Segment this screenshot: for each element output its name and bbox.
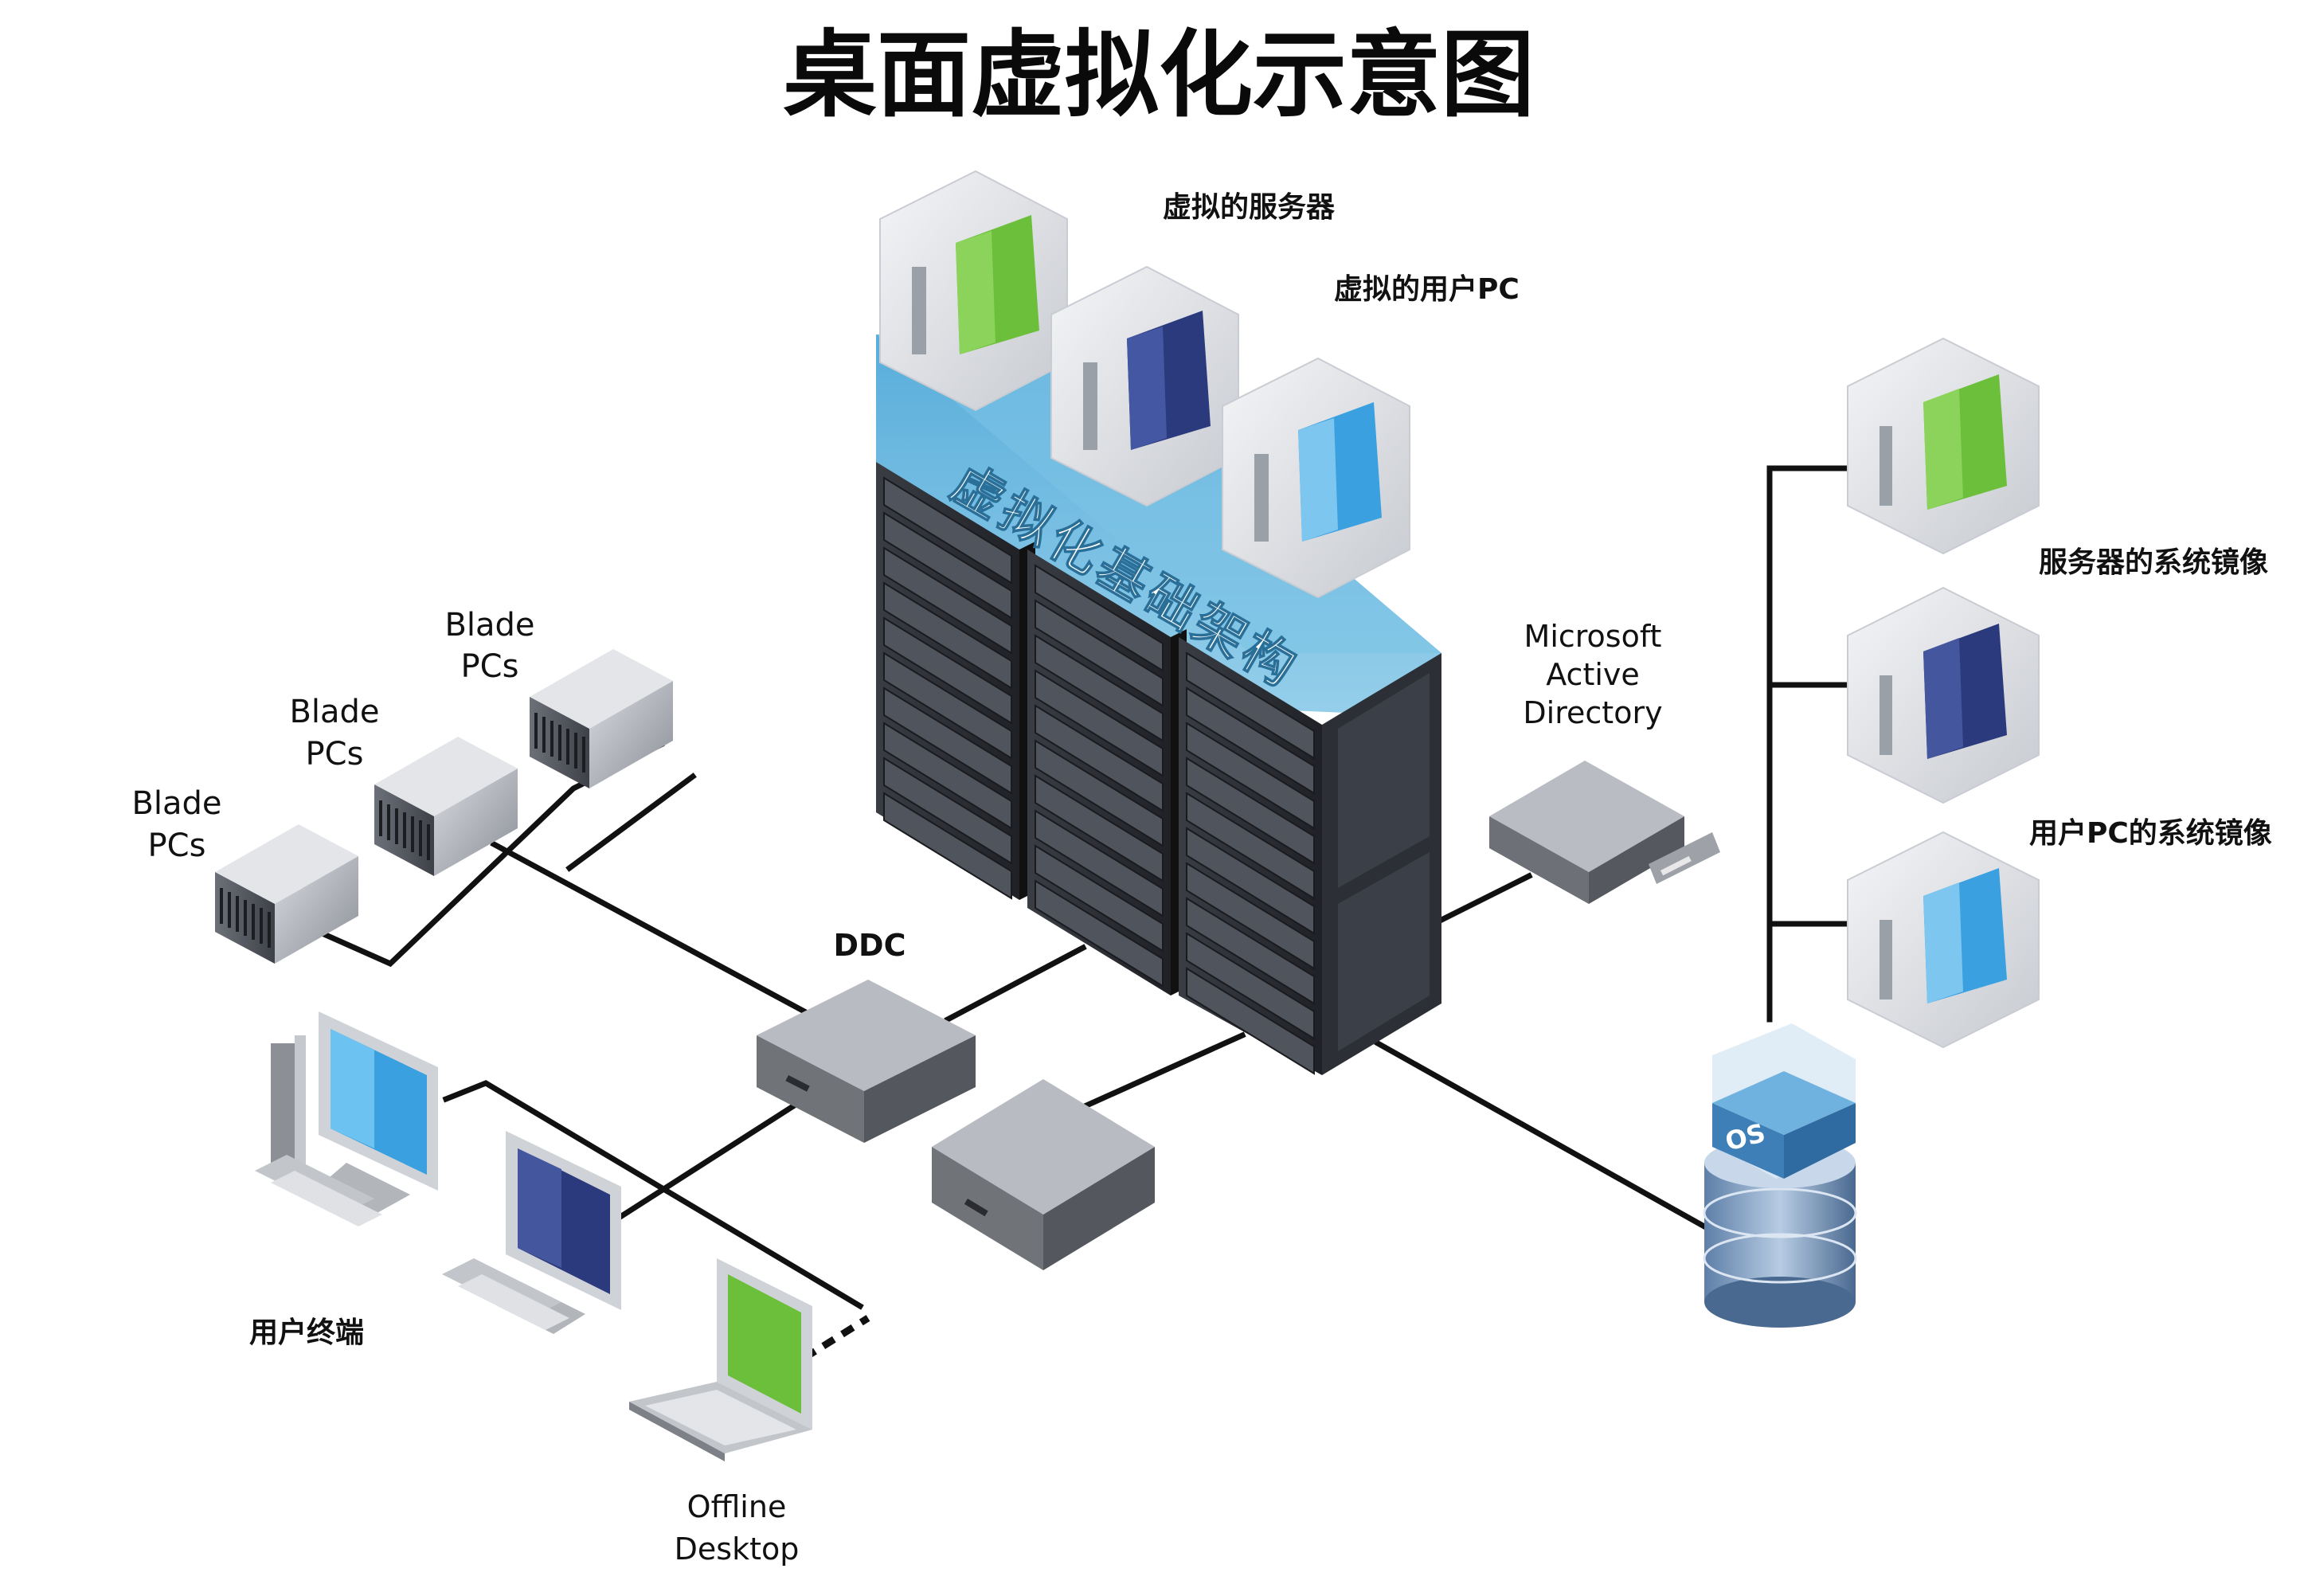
- vm-panel-user-pc-2: [1222, 357, 1410, 599]
- active-directory-line3: Directory: [1523, 695, 1662, 730]
- virtual-server-label: 虚拟的服务器: [1163, 191, 1336, 224]
- rack-drive-slot: [883, 651, 1012, 760]
- link-user-offline: [442, 1080, 864, 1310]
- link-storage-images: [1766, 465, 1851, 1023]
- rack-drive-slot: [1186, 862, 1315, 970]
- blade-pc-1: [530, 649, 673, 788]
- rack-drive-slot: [883, 722, 1012, 830]
- link-ddc-rack: [944, 944, 1087, 1023]
- rack-drive-slots: [883, 476, 1315, 1075]
- rack-drive-slot: [1035, 809, 1164, 917]
- user-terminal-desktop-2: [442, 1131, 621, 1334]
- rack-drive-slot: [1186, 722, 1315, 830]
- virtualization-infrastructure: 虚拟化基础架构 虚拟的服务器 虚拟的用户PC: [876, 170, 1520, 1075]
- offline-desktop-line2: Desktop: [675, 1531, 800, 1567]
- virtual-user-pc-label: 虚拟的用户PC: [1334, 273, 1520, 306]
- rack-drive-slot: [883, 581, 1012, 690]
- blade-pcs-label-1-line1: Blade: [444, 607, 534, 643]
- vm-panel-user-pc-1: [1050, 265, 1239, 507]
- rack-drive-slot: [1186, 827, 1315, 935]
- network-server: [932, 1079, 1155, 1270]
- active-directory-line1: Microsoft: [1524, 619, 1662, 654]
- offline-desktop-line1: Offline: [687, 1489, 787, 1524]
- blade-pcs-label-3-line1: Blade: [131, 785, 221, 822]
- rack-drive-slot: [1186, 932, 1315, 1040]
- ddc-label: DDC: [834, 928, 906, 963]
- server-image-label: 服务器的系统镜像: [2039, 546, 2268, 579]
- rack-drive-slot: [883, 511, 1012, 620]
- connection-lines: [315, 465, 1851, 1361]
- rack-drive-slot: [1035, 739, 1164, 847]
- user-terminal-label: 用户终端: [249, 1316, 364, 1349]
- link-blade2: [490, 840, 808, 1015]
- blade-pcs-label-1-line2: PCs: [461, 648, 519, 685]
- link-ad-rack: [1430, 872, 1533, 928]
- link-blade1: [565, 773, 697, 872]
- link-offline-dashed: [802, 1315, 870, 1361]
- blade-pc-2: [374, 737, 518, 876]
- link-ddc-user: [601, 1095, 808, 1230]
- user-pc-image-panel-2: [1847, 831, 2040, 1049]
- rack-drive-slot: [883, 757, 1012, 865]
- rack-drive-slot: [1186, 651, 1315, 760]
- rack-drive-slot: [1035, 844, 1164, 953]
- offline-desktop-laptop: [629, 1258, 812, 1461]
- blade-pc-3: [215, 824, 358, 964]
- rack-drive-slot: [1035, 704, 1164, 812]
- rack-drive-slot: [1035, 669, 1164, 777]
- rack-drive-slot: [1035, 774, 1164, 882]
- diagram-title: 桌面虚拟化示意图: [783, 19, 1535, 130]
- user-terminal-desktop-1: [255, 1011, 438, 1226]
- link-rack-storage: [1374, 1039, 1708, 1230]
- server-image-panel: [1847, 337, 2040, 555]
- blade-pcs-label-2-line1: Blade: [289, 694, 379, 730]
- rack-drive-slot: [883, 792, 1012, 900]
- link-server-rack: [1079, 1031, 1246, 1111]
- rack-drive-slot: [883, 616, 1012, 725]
- rack-drive-slot: [883, 546, 1012, 655]
- active-directory-server: [1489, 761, 1720, 904]
- rack-drive-slot: [1186, 967, 1315, 1075]
- rack-drive-slot: [883, 687, 1012, 795]
- vm-panel-server: [879, 170, 1068, 412]
- rack-drive-slot: [1186, 792, 1315, 900]
- user-pc-image-panel: [1847, 586, 2040, 804]
- user-pc-image-label: 用户PC的系统镜像: [2029, 817, 2272, 850]
- rack-drive-slot: [1186, 897, 1315, 1005]
- rack-drive-slot: [1035, 634, 1164, 742]
- rack-drive-slot: [1186, 757, 1315, 865]
- rack-drive-slot: [1035, 599, 1164, 707]
- os-storage-database: OS: [1703, 1023, 1857, 1328]
- rack-drive-slot: [1186, 687, 1315, 795]
- blade-pcs-label-2-line2: PCs: [306, 736, 364, 773]
- ddc-server: [757, 980, 976, 1143]
- rack-drive-slot: [1035, 564, 1164, 672]
- rack-drive-slot: [883, 476, 1012, 585]
- rack-drive-slot: [1035, 879, 1164, 988]
- blade-pcs-label-3-line2: PCs: [148, 827, 206, 864]
- active-directory-line2: Active: [1546, 657, 1640, 692]
